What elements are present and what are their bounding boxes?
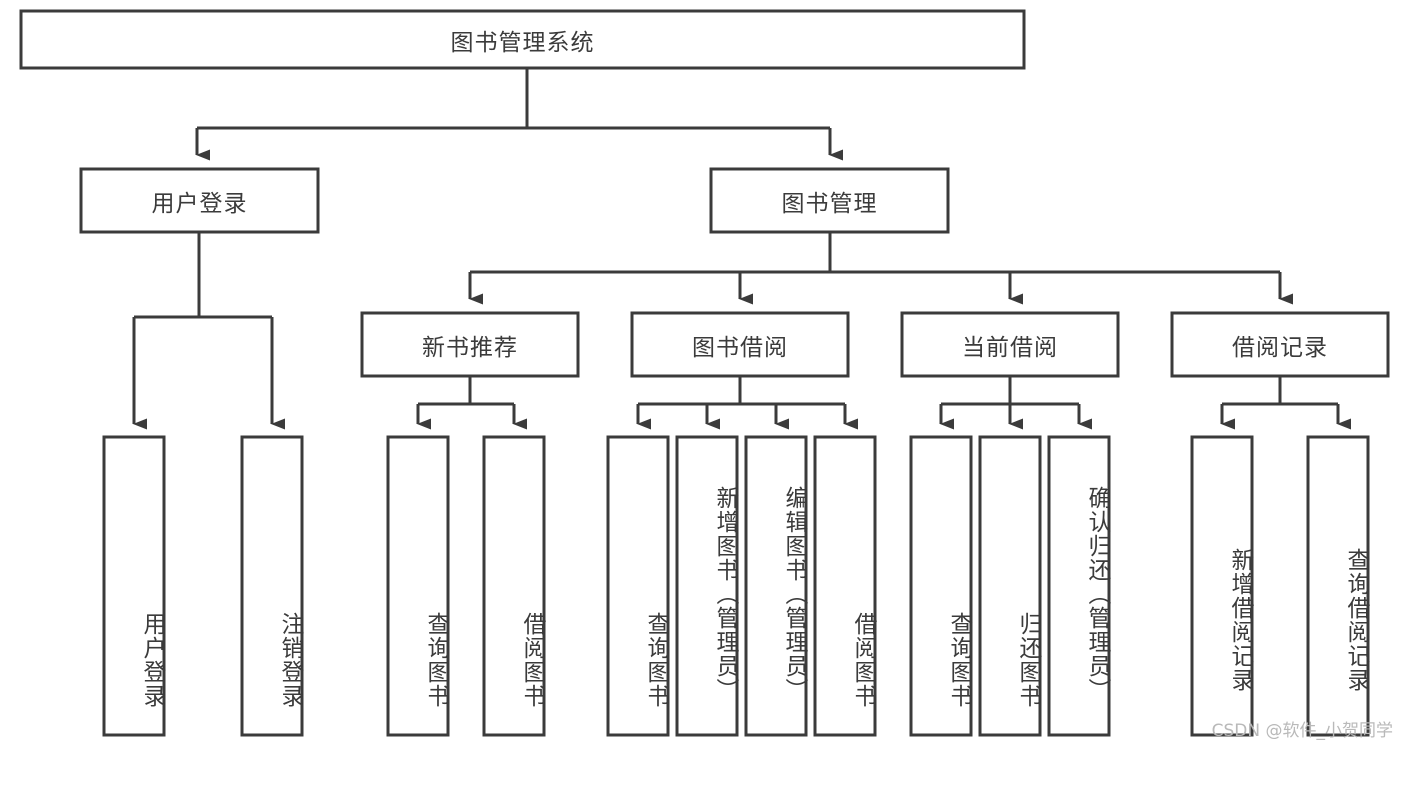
leaf-box-new-book-0[interactable] <box>386 435 450 737</box>
node-root-box[interactable] <box>19 9 1026 70</box>
tree-diagram-svg <box>19 9 1390 737</box>
node-user-login-box[interactable] <box>79 167 320 234</box>
node-borrow-record-box[interactable] <box>1170 311 1390 378</box>
leaf-box-current-borrow-0[interactable] <box>909 435 973 737</box>
leaf-box-user-login-1[interactable] <box>240 435 304 737</box>
node-book-manage-box[interactable] <box>709 167 950 234</box>
leaf-box-new-book-1[interactable] <box>482 435 546 737</box>
leaf-box-borrow-record-1[interactable] <box>1306 435 1370 737</box>
leaf-box-book-borrow-3[interactable] <box>813 435 877 737</box>
leaf-box-book-borrow-0[interactable] <box>606 435 670 737</box>
node-new-book-box[interactable] <box>360 311 580 378</box>
leaf-box-current-borrow-2[interactable] <box>1047 435 1111 737</box>
leaf-box-user-login-0[interactable] <box>102 435 166 737</box>
node-current-borrow-box[interactable] <box>900 311 1120 378</box>
node-book-borrow-box[interactable] <box>630 311 850 378</box>
leaf-box-current-borrow-1[interactable] <box>978 435 1042 737</box>
leaf-box-book-borrow-1[interactable] <box>675 435 739 737</box>
diagram-canvas: 图书管理系统 用户登录 图书管理 新书推荐 图书借阅 当前借阅 借阅记录 用户登… <box>19 9 1393 741</box>
leaf-box-book-borrow-2[interactable] <box>744 435 808 737</box>
leaf-box-borrow-record-0[interactable] <box>1190 435 1254 737</box>
